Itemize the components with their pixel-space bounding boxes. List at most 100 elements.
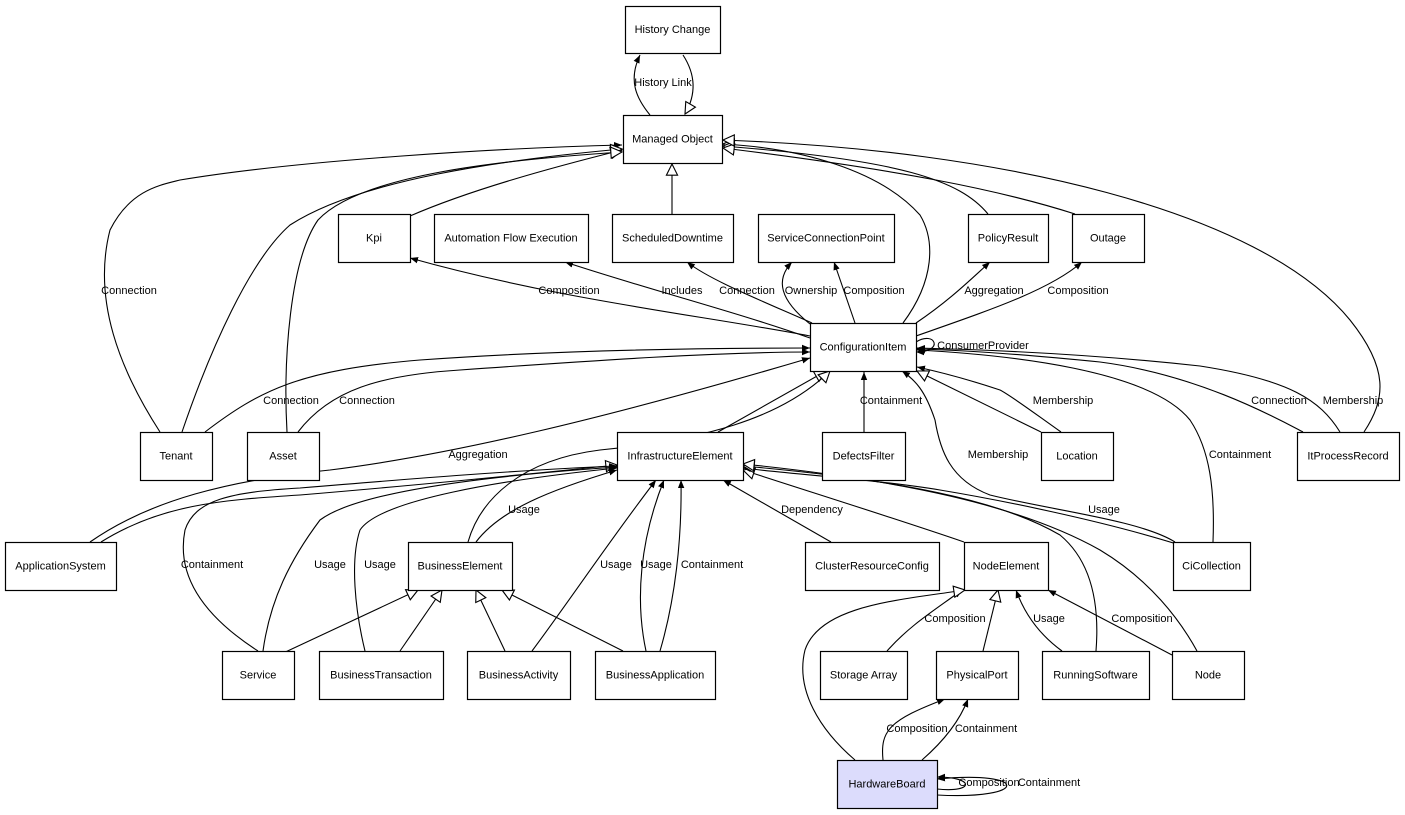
node-box[interactable] (616, 431, 745, 482)
node-box[interactable] (594, 650, 717, 701)
node-business-activity[interactable]: BusinessActivity (466, 650, 572, 701)
edge-configurationitem-to-policyresult (915, 261, 991, 324)
edge-hardwareboard-to-nodeelement (802, 590, 965, 761)
node-asset[interactable]: Asset (246, 431, 321, 482)
edge-hardwareboard-to-physicalport (921, 698, 969, 761)
node-label: Node (1195, 670, 1221, 682)
node-box[interactable] (1171, 650, 1246, 701)
node-managed-object[interactable]: Managed Object (622, 114, 724, 165)
edge-hardwareboard-to-hardwareboard (936, 775, 1007, 797)
node-box[interactable] (804, 541, 941, 592)
node-box[interactable] (622, 114, 724, 165)
node-box[interactable] (246, 431, 321, 482)
node-physical-port[interactable]: PhysicalPort (935, 650, 1020, 701)
node-kpi[interactable]: Kpi (337, 213, 412, 264)
node-tenant[interactable]: Tenant (139, 431, 214, 482)
node-label: BusinessActivity (479, 670, 559, 682)
node-box[interactable] (1041, 650, 1151, 701)
edge-label: Membership (1323, 395, 1384, 407)
node-infrastructure-element[interactable]: InfrastructureElement (616, 431, 745, 482)
edge-label: Membership (1033, 395, 1094, 407)
node-box[interactable] (318, 650, 445, 701)
edge-configurationitem-to-automationflowexecution (564, 261, 811, 339)
edge-businesstransaction-to-businesselement (399, 590, 442, 652)
edge-tenant-to-managedobject (103, 141, 623, 433)
node-box[interactable] (337, 213, 412, 264)
edge-label: Connection (339, 395, 395, 407)
edge-businessactivity-to-infrastructureelement (531, 479, 657, 652)
edge-asset-to-managedobject (285, 152, 622, 433)
node-ci-collection[interactable]: CiCollection (1172, 541, 1252, 592)
node-storage-array[interactable]: Storage Array (819, 650, 909, 701)
edge-managedobject-to-historychange (633, 54, 651, 116)
node-it-process-record[interactable]: ItProcessRecord (1296, 431, 1401, 482)
edge-applicationsystem-to-configurationitem (89, 357, 811, 543)
node-hardware-board[interactable]: HardwareBoard (836, 759, 939, 810)
node-business-element[interactable]: BusinessElement (407, 541, 514, 592)
edge-physicalport-to-nodeelement (982, 590, 998, 652)
node-box[interactable] (819, 650, 909, 701)
edge-node-to-nodeelement (1047, 589, 1173, 656)
edge-configurationitem-to-serviceconnectionpoint (781, 261, 811, 325)
node-box[interactable] (433, 213, 590, 264)
node-outage[interactable]: Outage (1071, 213, 1146, 264)
edge-label: Membership (968, 449, 1029, 461)
node-box[interactable] (963, 541, 1050, 592)
node-box[interactable] (1040, 431, 1115, 482)
node-box[interactable] (967, 213, 1050, 264)
node-box[interactable] (821, 431, 907, 482)
node-box[interactable] (4, 541, 118, 592)
node-automation-flow-execution[interactable]: Automation Flow Execution (433, 213, 590, 264)
edge-label: Usage (314, 559, 346, 571)
edge-businessapplication-to-infrastructureelement (639, 479, 665, 652)
edge-asset-to-configurationitem (297, 348, 811, 433)
node-running-software[interactable]: RunningSoftware (1041, 650, 1151, 701)
edge-label: Usage (640, 559, 672, 571)
node-node-element[interactable]: NodeElement (963, 541, 1050, 592)
node-cluster-resource-config[interactable]: ClusterResourceConfig (804, 541, 941, 592)
node-box[interactable] (836, 759, 939, 810)
node-history-change[interactable]: History Change (624, 5, 722, 55)
node-label: InfrastructureElement (627, 451, 732, 463)
edge-service-to-infrastructureelement (182, 463, 618, 652)
node-service[interactable]: Service (221, 650, 296, 701)
node-policy-result[interactable]: PolicyResult (967, 213, 1050, 264)
node-box[interactable] (1172, 541, 1252, 592)
node-label: ServiceConnectionPoint (767, 233, 884, 245)
edge-label: Usage (1088, 504, 1120, 516)
edge-label: Composition (538, 285, 599, 297)
node-defects-filter[interactable]: DefectsFilter (821, 431, 907, 482)
node-box[interactable] (757, 213, 896, 264)
node-label: Outage (1090, 233, 1126, 245)
node-box[interactable] (139, 431, 214, 482)
edge-kpi-to-managedobject (409, 150, 622, 217)
node-box[interactable] (624, 5, 722, 55)
edge-label: Connection (1251, 395, 1307, 407)
node-box[interactable] (466, 650, 572, 701)
node-business-transaction[interactable]: BusinessTransaction (318, 650, 445, 701)
node-box[interactable] (407, 541, 514, 592)
node-location[interactable]: Location (1040, 431, 1115, 482)
edge-businessapplication-to-infrastructureelement (659, 479, 685, 652)
node-label: ScheduledDowntime (622, 233, 723, 245)
node-node[interactable]: Node (1171, 650, 1246, 701)
node-box[interactable] (221, 650, 296, 701)
node-label: HardwareBoard (848, 779, 925, 791)
node-application-system[interactable]: ApplicationSystem (4, 541, 118, 592)
node-box[interactable] (1071, 213, 1146, 264)
node-box[interactable] (809, 322, 918, 373)
edge-label: Containment (181, 559, 243, 571)
node-business-application[interactable]: BusinessApplication (594, 650, 717, 701)
node-label: Asset (269, 451, 297, 463)
edge-cicollection-to-infrastructureelement (742, 465, 1181, 546)
node-box[interactable] (935, 650, 1020, 701)
node-box[interactable] (1296, 431, 1401, 482)
node-service-connection-point[interactable]: ServiceConnectionPoint (757, 213, 896, 264)
node-scheduled-downtime[interactable]: ScheduledDowntime (611, 213, 735, 264)
edge-businesselement-to-configurationitem (467, 371, 830, 543)
node-box[interactable] (611, 213, 735, 264)
node-configuration-item[interactable]: ConfigurationItem (809, 322, 918, 373)
edge-label: Usage (1033, 613, 1065, 625)
node-label: ClusterResourceConfig (815, 561, 929, 573)
